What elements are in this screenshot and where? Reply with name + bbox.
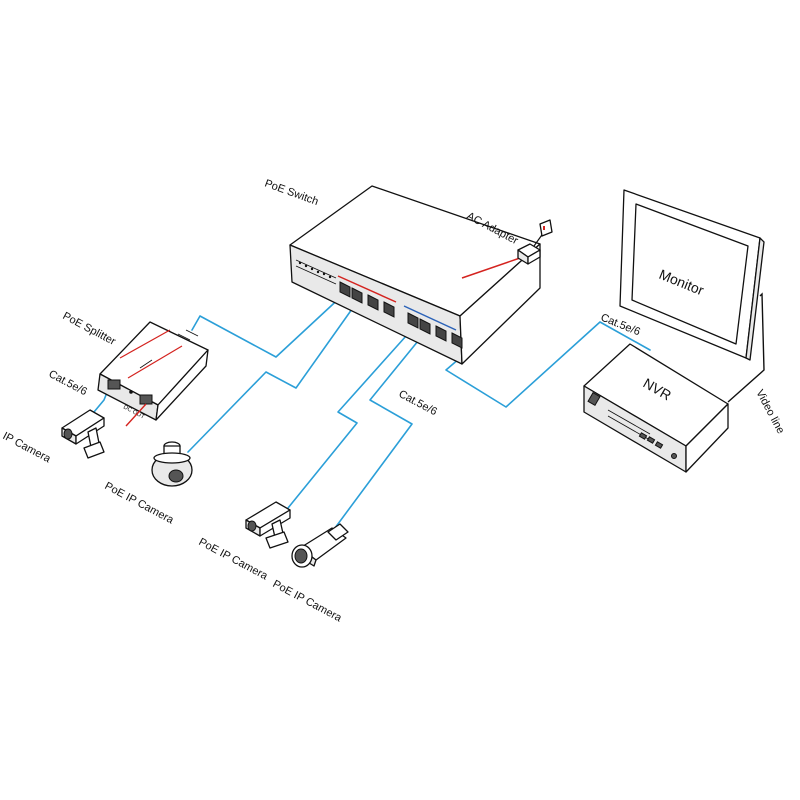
switch-poe-indicator-line <box>337 275 397 303</box>
switch-port-6 <box>419 318 431 335</box>
nvr-icon <box>583 343 729 473</box>
switch-port-1 <box>339 281 351 298</box>
poe-splitter-label: PoE Splitter <box>61 310 118 348</box>
bullet-camera-icon <box>291 523 349 568</box>
switch-port-8 <box>451 332 463 349</box>
poe-ip-camera-dome-label: PoE IP Camera <box>103 480 177 527</box>
switch-ports <box>339 281 463 349</box>
ac-adapter-icon <box>461 219 553 279</box>
poe-switch-icon <box>289 185 541 365</box>
switch-led-panel <box>295 259 337 285</box>
switch-port-7 <box>435 325 447 342</box>
cable-switch-to-dome-camera <box>187 301 358 453</box>
cables <box>93 292 651 533</box>
box-camera-icon <box>245 501 291 549</box>
switch-port-3 <box>367 294 379 311</box>
cat-splitter-label: Cat.5e/6 <box>47 368 89 398</box>
cable-switch-to-splitter <box>191 292 346 358</box>
poe-ip-camera-box-label: PoE IP Camera <box>197 536 271 583</box>
cable-switch-to-nvr <box>445 321 651 408</box>
switch-port-2 <box>351 287 363 304</box>
poe-splitter-icon: DC OUT <box>97 321 209 427</box>
ip-camera-label: IP Camera <box>1 430 54 466</box>
monitor-icon <box>619 189 765 361</box>
video-line-cable <box>727 292 765 403</box>
cat-middle-label: Cat.5e/6 <box>397 388 439 418</box>
dome-camera-icon <box>151 441 193 487</box>
switch-port-5 <box>407 312 419 329</box>
cable-switch-to-box-camera <box>287 325 416 509</box>
switch-port-4 <box>383 301 395 318</box>
poe-switch-label: PoE Switch <box>263 178 320 209</box>
cable-switch-to-bullet-camera <box>331 329 428 533</box>
poe-ip-camera-bullet-label: PoE IP Camera <box>271 578 345 625</box>
video-line-label: Video line <box>753 388 786 436</box>
cat-nvr-label: Cat.5e/6 <box>599 312 642 339</box>
nvr-front-buttons <box>638 432 677 459</box>
ip-camera-icon <box>61 409 105 459</box>
